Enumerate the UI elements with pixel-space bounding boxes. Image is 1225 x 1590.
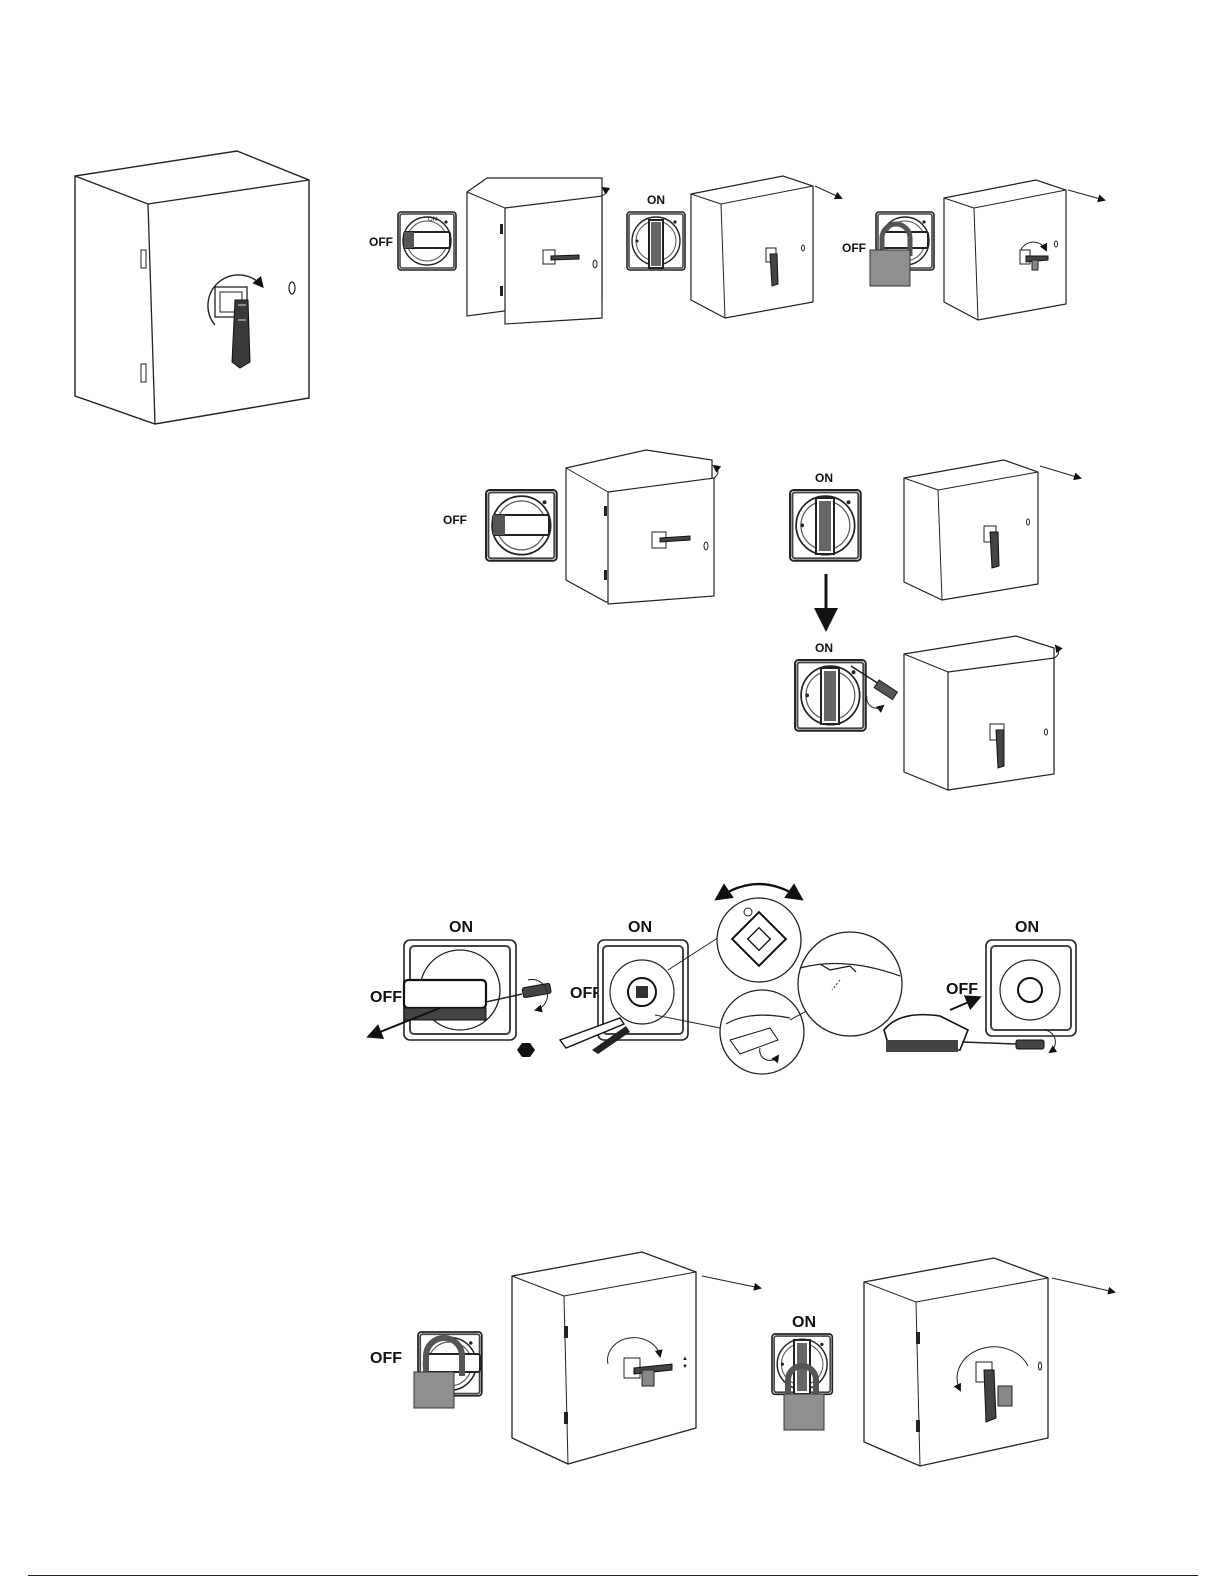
svg-text:▲: ▲ <box>682 1356 688 1362</box>
off-label-r2: OFF <box>443 513 467 527</box>
hexagon-icon <box>517 1043 535 1057</box>
enclosure-open-door-icon <box>467 178 606 324</box>
enclosure-locked-icon: ▲ ▼ <box>512 1252 760 1464</box>
magnifier-detail-icon-2 <box>720 990 804 1074</box>
on-label-r2b: ON <box>815 641 833 655</box>
on-label-r1: ON <box>647 193 665 207</box>
padlock-icon-2 <box>414 1372 454 1408</box>
dial-on-padlock-icon <box>772 1334 832 1430</box>
svg-text:ON: ON <box>428 217 437 223</box>
dial-off-locked-icon <box>870 212 934 286</box>
dial-on-icon-2 <box>790 490 861 561</box>
padlock-icon-3 <box>784 1394 824 1430</box>
handle-reinstall-icon <box>884 940 1076 1052</box>
on-label-r3a: ON <box>449 919 473 936</box>
dial-off-icon: ON <box>398 212 456 270</box>
enclosure-on-locked-icon <box>864 1258 1114 1466</box>
enclosure-open-door-icon-3 <box>904 636 1059 790</box>
enclosure-closed-icon-3 <box>904 460 1080 600</box>
large-enclosure-icon <box>75 151 309 424</box>
dial-off-padlock-icon <box>414 1332 482 1408</box>
on-label-r2a: ON <box>815 471 833 485</box>
dial-on-screwdriver-icon <box>795 660 897 731</box>
off-label-r1a: OFF <box>369 235 393 249</box>
off-label-r1b: OFF <box>842 241 866 255</box>
dial-on-icon <box>627 212 685 270</box>
enclosure-open-door-icon-2 <box>566 450 718 604</box>
off-label-r3a: OFF <box>370 989 402 1006</box>
off-label-r4: OFF <box>370 1350 402 1367</box>
on-label-r3b: ON <box>628 919 652 936</box>
padlock-icon <box>870 250 910 286</box>
dial-off-icon-2 <box>486 490 557 561</box>
screwdriver-icon-3 <box>1016 1040 1044 1049</box>
svg-text:▼: ▼ <box>682 1364 688 1370</box>
on-label-r3c: ON <box>1015 919 1039 936</box>
screwdriver-icon <box>874 680 897 700</box>
magnifier-detail-icon <box>717 884 801 982</box>
on-label-r4: ON <box>792 1314 816 1331</box>
off-label-r3c: OFF <box>946 981 978 998</box>
magnifier-detail-icon-3 <box>798 932 902 1036</box>
enclosure-closed-icon-2 <box>944 180 1104 320</box>
enclosure-closed-icon <box>691 176 841 318</box>
bottom-rule <box>28 1575 1198 1576</box>
